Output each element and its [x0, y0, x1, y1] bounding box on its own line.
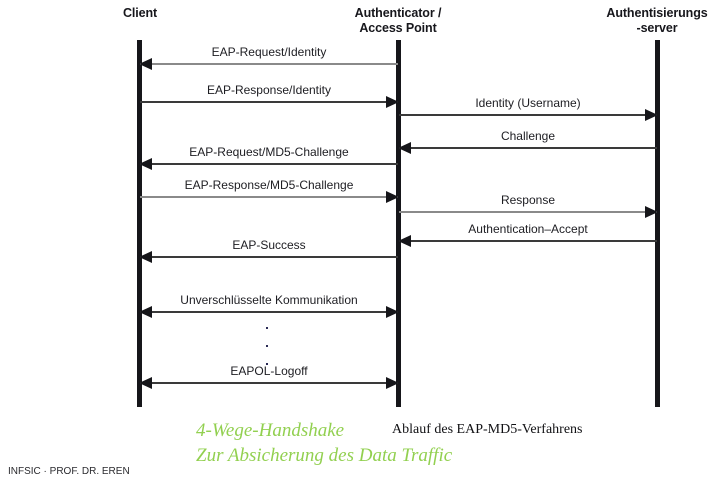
message-line — [140, 382, 398, 384]
actor-header-auth-server: Authentisierungs -server — [606, 6, 708, 35]
message-line — [140, 311, 398, 313]
arrowhead-left-icon — [139, 250, 152, 263]
caption-green-line-1: 4-Wege-Handshake — [196, 420, 345, 441]
message-line — [140, 196, 398, 198]
arrowhead-left-icon — [398, 141, 411, 154]
message-line — [399, 147, 657, 149]
caption-diagram-title: Ablauf des EAP-MD5-Verfahrens — [392, 422, 583, 437]
message-line — [399, 240, 657, 242]
arrowhead-left-icon — [139, 376, 152, 389]
lifeline-auth-server — [655, 40, 660, 407]
arrowhead-left-icon — [139, 57, 152, 70]
ellipsis-dot — [266, 327, 268, 329]
arrowhead-right-icon — [386, 190, 399, 203]
message-line — [140, 256, 398, 258]
message-label: EAP-Request/Identity — [211, 45, 327, 59]
message-label: Challenge — [500, 129, 556, 143]
arrowhead-left-icon — [139, 305, 152, 318]
arrowhead-left-icon — [139, 157, 152, 170]
actor-header-client: Client — [122, 6, 158, 20]
arrowhead-right-icon — [386, 305, 399, 318]
message-line — [399, 211, 657, 213]
ellipsis-dot — [266, 345, 268, 347]
message-label: EAP-Request/MD5-Challenge — [189, 145, 349, 159]
arrowhead-right-icon — [386, 95, 399, 108]
caption-green-line-2: Zur Absicherung des Data Traffic — [196, 445, 453, 466]
footer-attribution: INFSIC · PROF. DR. EREN — [8, 466, 130, 477]
arrowhead-left-icon — [398, 234, 411, 247]
message-label: Unverschlüsselte Kommunikation — [180, 293, 358, 307]
message-label: EAPOL-Logoff — [230, 364, 308, 378]
message-label: EAP-Response/Identity — [206, 83, 332, 97]
ellipsis-dot — [266, 363, 268, 365]
lifeline-authenticator — [396, 40, 401, 407]
arrowhead-right-icon — [386, 376, 399, 389]
message-label: Response — [500, 193, 556, 207]
message-label: EAP-Response/MD5-Challenge — [184, 178, 354, 192]
arrowhead-right-icon — [645, 108, 658, 121]
message-label: Authentication–Accept — [468, 222, 588, 236]
actor-header-authenticator: Authenticator / Access Point — [354, 6, 442, 35]
message-line — [140, 63, 398, 65]
lifeline-client — [137, 40, 142, 407]
message-line — [140, 101, 398, 103]
message-label: EAP-Success — [232, 238, 306, 252]
message-line — [140, 163, 398, 165]
message-line — [399, 114, 657, 116]
message-label: Identity (Username) — [475, 96, 581, 110]
arrowhead-right-icon — [645, 205, 658, 218]
